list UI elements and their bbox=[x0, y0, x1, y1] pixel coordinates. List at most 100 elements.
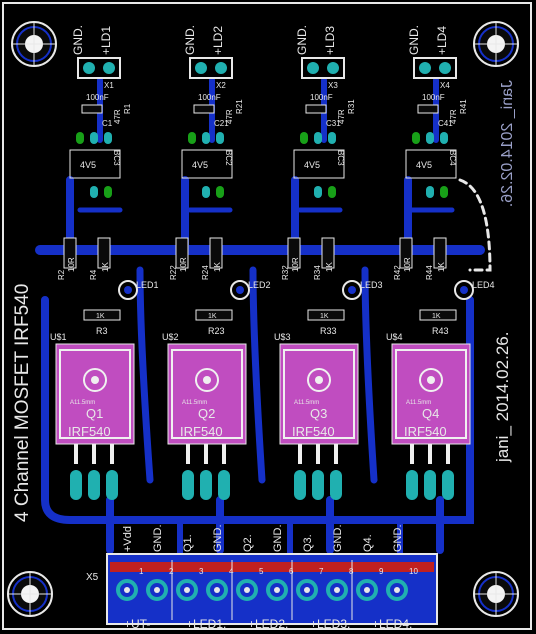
pad bbox=[104, 132, 112, 144]
connector-top-label: Q3. bbox=[302, 534, 314, 552]
mosfet-pad bbox=[218, 470, 230, 500]
board-title: 4 Channel MOSFET IRF540 bbox=[12, 284, 33, 522]
connector-pin-number: 10 bbox=[409, 567, 418, 576]
connector-top-label: Q4. bbox=[362, 534, 374, 552]
capacitor bbox=[81, 104, 103, 114]
connector-strip bbox=[110, 562, 434, 572]
mosfet-leg bbox=[74, 444, 78, 464]
terminal-ref: X2 bbox=[216, 81, 226, 90]
zener-value: 4V5 bbox=[416, 160, 432, 170]
mosfet-hole-core bbox=[203, 376, 211, 384]
mosfet-ref: U$3 bbox=[274, 332, 291, 342]
pad bbox=[426, 132, 434, 144]
mosfet-pad bbox=[106, 470, 118, 500]
connector-top-label: GND. bbox=[272, 525, 284, 553]
mosfet-leg bbox=[298, 444, 302, 464]
r1-ref: R21 bbox=[235, 99, 244, 114]
mounting-hole-bottom-right bbox=[473, 571, 519, 617]
connector-top-label: GND. bbox=[152, 525, 164, 553]
connector-bottom-label: +LED4. bbox=[372, 617, 412, 631]
resistor-1k bbox=[97, 237, 111, 269]
pad bbox=[314, 132, 322, 144]
led-outline bbox=[454, 280, 474, 300]
connector-pin-number: 5 bbox=[259, 567, 264, 576]
mosfet-maker: A11.5mm bbox=[182, 400, 207, 406]
r4-ref: R24 bbox=[201, 265, 210, 280]
r1-value: 47R bbox=[113, 109, 122, 124]
capacitor bbox=[305, 104, 327, 114]
connector-pad-core bbox=[364, 587, 370, 593]
via bbox=[440, 186, 448, 198]
r3-value: 1K bbox=[208, 313, 217, 320]
r2-ref: R32 bbox=[281, 265, 290, 280]
pad bbox=[202, 186, 210, 198]
via bbox=[216, 186, 224, 198]
mounting-hole-bottom-left bbox=[7, 571, 53, 617]
via bbox=[76, 132, 84, 144]
led-ref: LED3 bbox=[360, 280, 383, 290]
connector-pad bbox=[116, 579, 138, 601]
mosfet-leg bbox=[186, 444, 190, 464]
resistor-r3 bbox=[83, 309, 121, 321]
connector-top-label: GND. bbox=[212, 525, 224, 553]
mosfet-q-ref: Q3 bbox=[310, 406, 327, 421]
r4-value: 1K bbox=[437, 262, 446, 272]
via bbox=[188, 132, 196, 144]
connector-top-label: GND. bbox=[392, 525, 404, 553]
resistor-10r bbox=[175, 237, 189, 269]
connector-bottom-label: +LED3. bbox=[310, 617, 350, 631]
connector-top-label: GND. bbox=[332, 525, 344, 553]
mosfet-hole bbox=[307, 368, 331, 392]
connector-silk-frame bbox=[106, 553, 438, 625]
resistor-1k bbox=[321, 237, 335, 269]
zener-value: 4V5 bbox=[192, 160, 208, 170]
connector-pin-number: 7 bbox=[319, 567, 324, 576]
terminal-pad bbox=[215, 62, 227, 74]
mosfet-q-ref: Q4 bbox=[422, 406, 439, 421]
mosfet-ref: U$2 bbox=[162, 332, 179, 342]
led-outline bbox=[118, 280, 138, 300]
cap-value: 100nF bbox=[198, 93, 221, 102]
mosfet-tab bbox=[59, 349, 131, 439]
pad bbox=[426, 186, 434, 198]
cap-ref: C41 bbox=[438, 119, 453, 128]
mosfet-leg bbox=[334, 444, 338, 464]
cap-ref: C31 bbox=[326, 119, 341, 128]
mosfet-ref: U$1 bbox=[50, 332, 67, 342]
connector-pad bbox=[146, 579, 168, 601]
mosfet-q-ref: Q1 bbox=[86, 406, 103, 421]
mosfet-hole-core bbox=[427, 376, 435, 384]
resistor-10r bbox=[63, 237, 77, 269]
led-ref: LED1 bbox=[136, 280, 159, 290]
cap-value: 100nF bbox=[310, 93, 333, 102]
r1-value: 47R bbox=[337, 109, 346, 124]
cap-value: 100nF bbox=[86, 93, 109, 102]
label-plus: +LD4 bbox=[435, 26, 449, 55]
cap-value: 100nF bbox=[422, 93, 445, 102]
resistor-10r bbox=[399, 237, 413, 269]
r1-value: 47R bbox=[225, 109, 234, 124]
mosfet-tab bbox=[171, 349, 243, 439]
mosfet-tab bbox=[395, 349, 467, 439]
mirrored-author-date: Jani_ 2014.02.26. bbox=[499, 80, 516, 207]
mosfet-pad bbox=[406, 470, 418, 500]
connector-pad bbox=[386, 579, 408, 601]
transistor-outline bbox=[405, 149, 457, 179]
author-date: jani_ 2014.02.26. bbox=[493, 332, 512, 463]
mounting-hole-top-right bbox=[473, 21, 519, 67]
mosfet-leg bbox=[316, 444, 320, 464]
label-plus: +LD2 bbox=[211, 26, 225, 55]
mosfet-pad bbox=[200, 470, 212, 500]
mosfet-hole bbox=[83, 368, 107, 392]
r3-ref: R33 bbox=[320, 326, 337, 336]
small-transistor-ref: BC3 bbox=[112, 150, 121, 166]
mosfet-maker: A11.5mm bbox=[70, 400, 95, 406]
connector-pad-core bbox=[274, 587, 280, 593]
capacitor bbox=[193, 104, 215, 114]
mosfet-leg bbox=[204, 444, 208, 464]
connector-pad-core bbox=[184, 587, 190, 593]
pad bbox=[440, 132, 448, 144]
mosfet-pad bbox=[442, 470, 454, 500]
